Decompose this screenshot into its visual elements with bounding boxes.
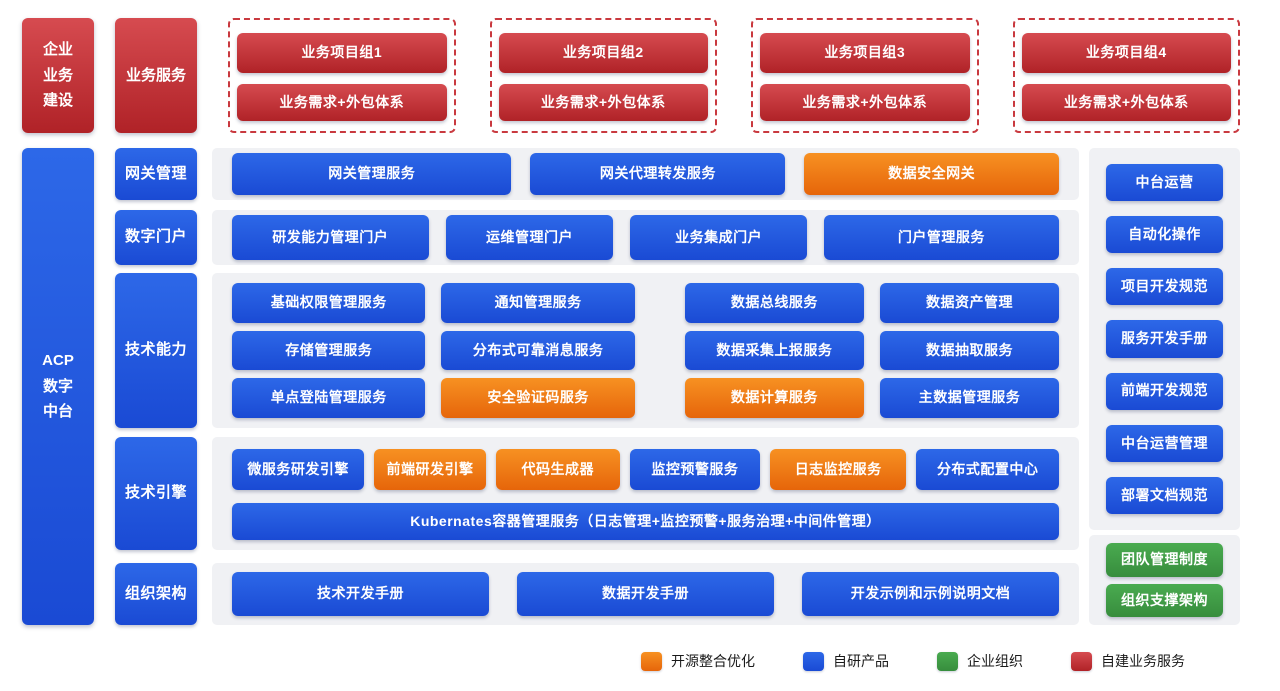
legend-swatch-green	[937, 651, 958, 671]
category-label-capability: 技术能力	[115, 273, 197, 428]
legend-label: 自建业务服务	[1101, 653, 1185, 669]
row-engine: 技术引擎 微服务研发引擎 前端研发引擎 代码生成器 监控预警服务 日志监控服务 …	[115, 437, 1079, 550]
category-label-portal: 数字门户	[115, 210, 197, 265]
category-label-org: 组织架构	[115, 563, 197, 625]
legend-item: 自研产品	[803, 651, 889, 671]
project-group-4: 业务项目组4 业务需求+外包体系	[1012, 18, 1240, 133]
operations-panel: 中台运营 自动化操作 项目开发规范 服务开发手册 前端开发规范 中台运营管理 部…	[1089, 148, 1240, 530]
service-block: 通知管理服务	[441, 283, 635, 323]
service-block: 研发能力管理门户	[232, 215, 429, 260]
service-block: 分布式配置中心	[916, 449, 1059, 490]
ops-block: 项目开发规范	[1106, 268, 1223, 306]
service-block: 代码生成器	[495, 449, 620, 490]
category-label-engine: 技术引擎	[115, 437, 197, 550]
service-block: 存储管理服务	[232, 330, 426, 371]
service-block: 单点登陆管理服务	[232, 378, 426, 418]
capability-panel: 基础权限管理服务 通知管理服务 数据总线服务 数据资产管理 存储管理服务 分布式…	[212, 273, 1079, 428]
outsourcing-block: 业务需求+外包体系	[237, 83, 447, 121]
service-block: 网关代理转发服务	[530, 153, 786, 195]
outsourcing-block: 业务需求+外包体系	[1021, 83, 1231, 121]
service-block: 网关管理服务	[232, 153, 512, 195]
legend-swatch-orange	[641, 651, 662, 671]
project-groups: 业务项目组1 业务需求+外包体系 业务项目组2 业务需求+外包体系 业务项目组3…	[228, 18, 1240, 133]
spacer	[651, 378, 669, 418]
project-group-title: 业务项目组2	[498, 33, 708, 73]
service-block: 数据开发手册	[517, 572, 774, 616]
service-block: 基础权限管理服务	[232, 283, 426, 323]
spacer	[651, 331, 669, 371]
engine-panel: 微服务研发引擎 前端研发引擎 代码生成器 监控预警服务 日志监控服务 分布式配置…	[212, 437, 1079, 550]
acp-platform-block: ACP 数字 中台	[22, 148, 94, 625]
platform-rows: 网关管理 网关管理服务 网关代理转发服务 数据安全网关 数字门户 研发能力管理门…	[115, 148, 1079, 625]
category-label-gateway: 网关管理	[115, 148, 197, 200]
project-group-title: 业务项目组1	[237, 33, 447, 73]
ops-block: 中台运营管理	[1106, 424, 1223, 462]
outsourcing-block: 业务需求+外包体系	[760, 83, 970, 121]
service-block: 主数据管理服务	[879, 378, 1059, 418]
org-block: 团队管理制度	[1106, 543, 1223, 577]
legend-label: 自研产品	[833, 653, 889, 669]
top-band: 企业 业务 建设 业务服务 业务项目组1 业务需求+外包体系 业务项目组2 业务…	[22, 18, 1240, 133]
row-capability: 技术能力 基础权限管理服务 通知管理服务 数据总线服务 数据资产管理 存储管理服…	[115, 273, 1079, 428]
service-block: 数据安全网关	[804, 153, 1060, 195]
service-block: 前端研发引擎	[374, 449, 486, 490]
legend-item: 企业组织	[937, 651, 1023, 671]
kubernetes-row: Kubernates容器管理服务（日志管理+监控预警+服务治理+中间件管理）	[232, 502, 1059, 540]
ops-block: 中台运营	[1106, 164, 1223, 202]
legend-label: 开源整合优化	[671, 653, 755, 669]
org-block: 组织支撑架构	[1106, 583, 1223, 617]
ops-block: 服务开发手册	[1106, 320, 1223, 358]
service-block: 门户管理服务	[823, 215, 1059, 260]
engine-row: 微服务研发引擎 前端研发引擎 代码生成器 监控预警服务 日志监控服务 分布式配置…	[232, 449, 1059, 490]
service-block: 数据计算服务	[684, 378, 864, 418]
service-block: 技术开发手册	[232, 572, 489, 616]
kubernetes-service-block: Kubernates容器管理服务（日志管理+监控预警+服务治理+中间件管理）	[232, 502, 1059, 540]
legend: 开源整合优化 自研产品 企业组织 自建业务服务	[0, 651, 1280, 671]
project-group-2: 业务项目组2 业务需求+外包体系	[489, 18, 717, 133]
legend-item: 开源整合优化	[641, 651, 755, 671]
business-services-block: 业务服务	[115, 18, 197, 133]
service-block: 日志监控服务	[769, 449, 907, 490]
service-block: 开发示例和示例说明文档	[802, 572, 1059, 616]
project-group-title: 业务项目组3	[760, 33, 970, 73]
ops-block: 前端开发规范	[1106, 372, 1223, 410]
legend-label: 企业组织	[967, 653, 1023, 669]
service-block: 监控预警服务	[629, 449, 760, 490]
legend-swatch-red	[1071, 651, 1092, 671]
project-group-3: 业务项目组3 业务需求+外包体系	[751, 18, 979, 133]
row-portal: 数字门户 研发能力管理门户 运维管理门户 业务集成门户 门户管理服务	[115, 210, 1079, 265]
service-block: 数据采集上报服务	[684, 330, 864, 371]
gateway-panel: 网关管理服务 网关代理转发服务 数据安全网关	[212, 148, 1079, 200]
service-block: 安全验证码服务	[441, 378, 635, 418]
row-org: 组织架构 技术开发手册 数据开发手册 开发示例和示例说明文档	[115, 563, 1079, 625]
service-block: 运维管理门户	[445, 215, 614, 260]
legend-swatch-blue	[803, 651, 824, 671]
ops-block: 自动化操作	[1106, 216, 1223, 254]
row-gateway: 网关管理 网关管理服务 网关代理转发服务 数据安全网关	[115, 148, 1079, 200]
project-group-title: 业务项目组4	[1021, 33, 1231, 73]
spacer	[651, 283, 669, 323]
service-block: 分布式可靠消息服务	[441, 330, 635, 371]
service-block: 业务集成门户	[630, 215, 807, 260]
outsourcing-block: 业务需求+外包体系	[498, 83, 708, 121]
project-group-1: 业务项目组1 业务需求+外包体系	[228, 18, 456, 133]
enterprise-business-block: 企业 业务 建设	[22, 18, 94, 133]
legend-item: 自建业务服务	[1071, 651, 1185, 671]
service-block: 数据资产管理	[879, 283, 1059, 323]
service-block: 微服务研发引擎	[232, 449, 365, 490]
right-column: 中台运营 自动化操作 项目开发规范 服务开发手册 前端开发规范 中台运营管理 部…	[1089, 148, 1240, 625]
org-panel: 技术开发手册 数据开发手册 开发示例和示例说明文档	[212, 563, 1079, 625]
service-block: 数据总线服务	[684, 283, 864, 323]
ops-block: 部署文档规范	[1106, 476, 1223, 514]
org-support-panel: 团队管理制度 组织支撑架构	[1089, 535, 1240, 625]
portal-panel: 研发能力管理门户 运维管理门户 业务集成门户 门户管理服务	[212, 210, 1079, 265]
main-band: ACP 数字 中台 网关管理 网关管理服务 网关代理转发服务 数据安全网关 数字…	[22, 148, 1240, 625]
service-block: 数据抽取服务	[879, 330, 1059, 371]
